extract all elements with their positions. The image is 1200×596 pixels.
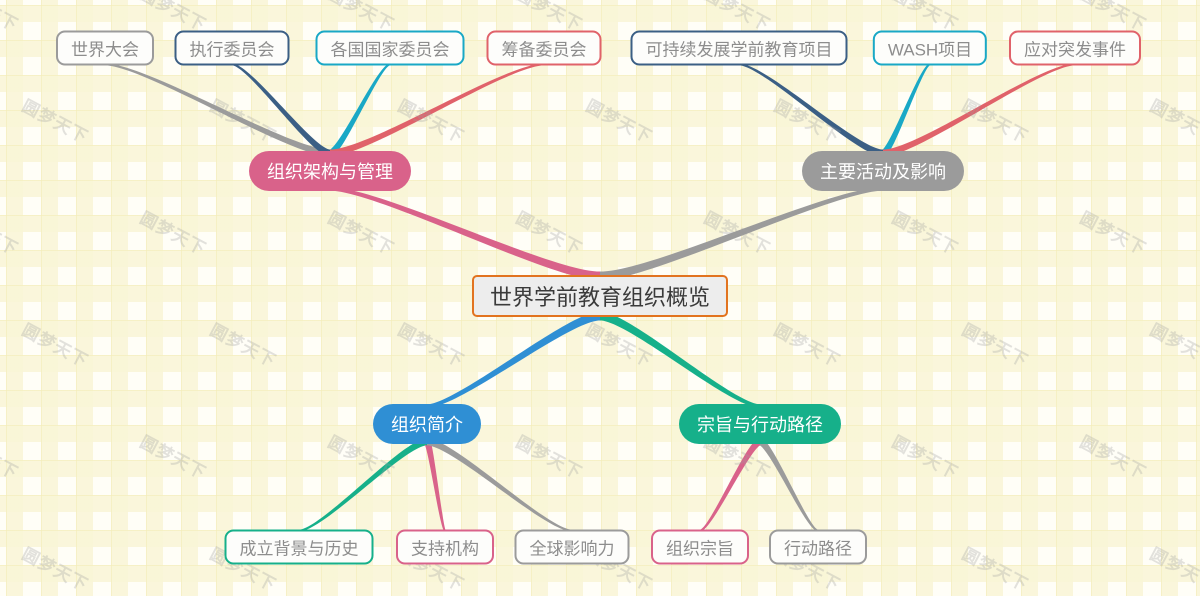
node-label: 宗旨与行动路径: [697, 415, 823, 435]
leaf-node[interactable]: 世界大会: [56, 30, 154, 66]
connector-edge: [600, 311, 760, 408]
leaf-node[interactable]: 成立背景与历史: [224, 529, 374, 565]
branch-node[interactable]: 主要活动及影响: [802, 151, 964, 191]
connector-edge: [232, 63, 330, 157]
connector-edge: [330, 63, 544, 157]
node-label: 执行委员会: [189, 40, 275, 60]
leaf-node[interactable]: 应对突发事件: [1009, 30, 1141, 66]
node-label: 应对突发事件: [1024, 40, 1126, 60]
node-label: 可持续发展学前教育项目: [645, 40, 833, 60]
connector-edge: [105, 63, 330, 157]
node-label: 组织简介: [391, 415, 463, 435]
connector-edge: [739, 63, 883, 157]
connector-edge: [883, 63, 1075, 157]
node-label: 全球影响力: [529, 539, 615, 559]
connector-edge: [759, 438, 818, 532]
leaf-node[interactable]: 各国国家委员会: [315, 30, 465, 66]
leaf-node[interactable]: 支持机构: [396, 529, 494, 565]
leaf-node[interactable]: 可持续发展学前教育项目: [630, 30, 848, 66]
node-label: 行动路径: [784, 539, 852, 559]
leaf-node[interactable]: 全球影响力: [514, 529, 630, 565]
connector-edge: [427, 311, 600, 408]
connector-edge: [882, 63, 930, 157]
node-label: 组织宗旨: [666, 539, 734, 559]
node-label: 筹备委员会: [501, 40, 587, 60]
leaf-node[interactable]: 行动路径: [769, 529, 867, 565]
branch-node[interactable]: 组织架构与管理: [249, 151, 411, 191]
node-label: 支持机构: [411, 539, 479, 559]
leaf-node[interactable]: WASH项目: [872, 30, 988, 66]
connector-edge: [299, 438, 427, 532]
node-label: 组织架构与管理: [267, 162, 393, 182]
node-label: 世界学前教育组织概览: [489, 285, 711, 310]
root-node[interactable]: 世界学前教育组织概览: [471, 275, 729, 317]
leaf-node[interactable]: 组织宗旨: [651, 529, 749, 565]
connector-edge: [600, 187, 883, 281]
node-label: 世界大会: [71, 40, 139, 60]
node-label: 成立背景与历史: [239, 539, 359, 559]
connector-edge: [700, 438, 761, 532]
connector-edge: [330, 187, 600, 281]
node-label: WASH项目: [887, 40, 973, 60]
connector-edge: [424, 438, 446, 532]
node-label: 主要活动及影响: [820, 162, 946, 182]
connector-edge: [427, 438, 572, 532]
branch-node[interactable]: 宗旨与行动路径: [679, 404, 841, 444]
branch-node[interactable]: 组织简介: [373, 404, 481, 444]
node-label: 各国国家委员会: [330, 40, 450, 60]
leaf-node[interactable]: 筹备委员会: [486, 30, 602, 66]
leaf-node[interactable]: 执行委员会: [174, 30, 290, 66]
connector-edge: [329, 63, 390, 157]
